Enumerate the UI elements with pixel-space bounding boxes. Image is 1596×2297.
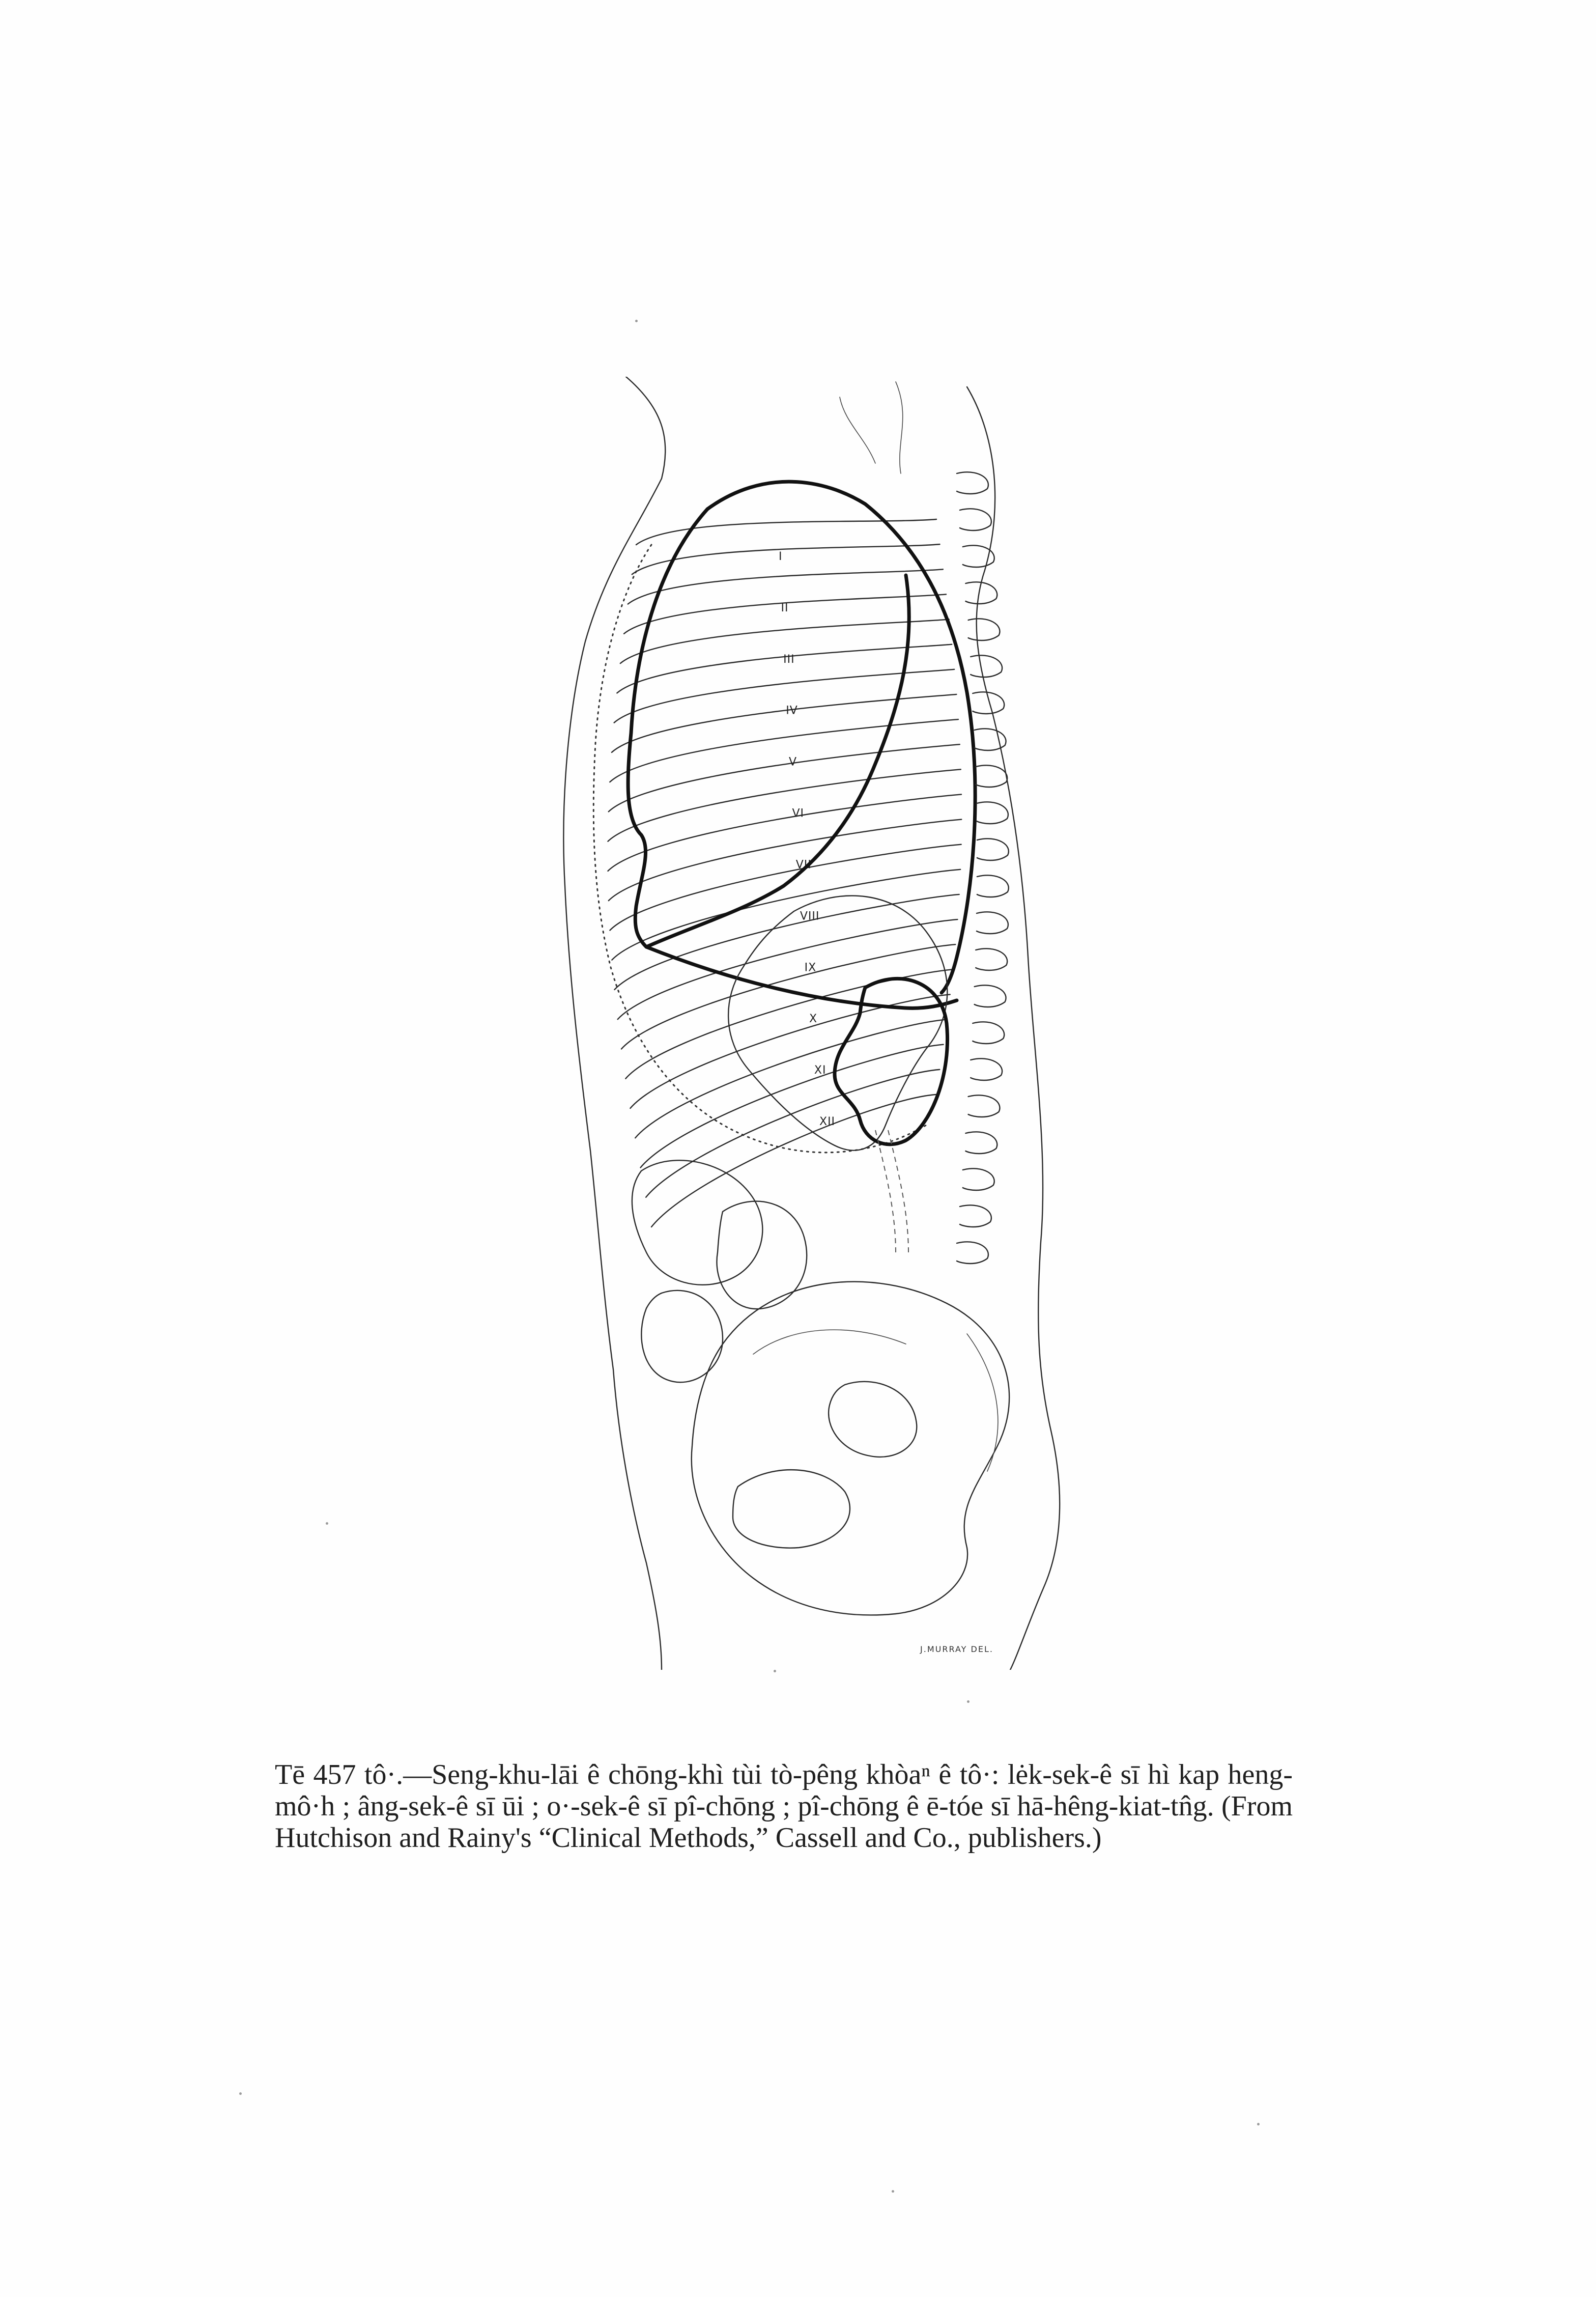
caption-text: Tē 457 tô·.—Seng-khu-lāi ê chōng-khì tùi… — [275, 1759, 1293, 1854]
rib-line — [617, 918, 958, 1020]
neck-contour — [839, 397, 876, 464]
rib-line — [630, 994, 951, 1109]
rib-line — [609, 718, 959, 783]
descending-colon — [888, 1130, 909, 1253]
ribcage — [607, 518, 962, 1228]
sacrum-contour — [966, 1333, 999, 1472]
vertebra — [975, 948, 1008, 971]
small-intestine-loop — [716, 1200, 808, 1310]
vertebra — [976, 801, 1009, 825]
rib-line — [634, 1019, 948, 1139]
rib-line — [611, 693, 957, 753]
small-intestine-loop — [641, 1290, 724, 1383]
spine — [956, 471, 1009, 1265]
vertebra — [956, 471, 989, 495]
rib-label: III — [783, 653, 794, 666]
rib-line — [607, 794, 962, 872]
rib-line — [627, 569, 944, 605]
scan-speck — [635, 320, 638, 322]
rib-label: IV — [786, 705, 798, 717]
arm-contour — [895, 381, 903, 474]
rib-line — [608, 819, 962, 902]
vertebra — [967, 1095, 1001, 1118]
vertebra — [972, 1021, 1005, 1045]
vertebra — [976, 838, 1009, 861]
scan-speck — [967, 1700, 970, 1703]
scan-speck — [1257, 2123, 1260, 2125]
rib-line — [623, 594, 947, 634]
rib-line — [613, 668, 955, 723]
vertebra — [959, 1204, 992, 1228]
rib-line — [609, 844, 962, 931]
scan-speck — [326, 1522, 328, 1525]
stomach-outline — [728, 895, 948, 1151]
vertebra — [976, 911, 1009, 935]
vertebra — [976, 875, 1009, 898]
rib-line — [608, 743, 961, 813]
vertebra — [967, 618, 1001, 641]
rib-line — [620, 944, 956, 1050]
rib-line — [614, 893, 960, 991]
back-outline — [966, 386, 1061, 1670]
vertebra — [974, 985, 1007, 1008]
artist-credit: J.MURRAY DEL. — [920, 1644, 993, 1654]
scan-speck — [239, 2092, 242, 2095]
spleen-outline — [833, 976, 950, 1146]
vertebra — [970, 1058, 1003, 1081]
pleura-boundary — [592, 544, 927, 1154]
rib-label: XI — [814, 1064, 826, 1077]
vertebra — [962, 1168, 995, 1191]
vertebra — [972, 691, 1005, 715]
front-outline — [563, 377, 666, 1670]
rib-label: V — [789, 756, 797, 769]
pelvis-inner-line — [753, 1329, 906, 1355]
vertebra — [956, 1241, 989, 1265]
rib-label: VIII — [800, 910, 820, 922]
scan-speck — [774, 1670, 776, 1672]
rib-line — [607, 769, 962, 842]
vertebra — [965, 1131, 998, 1155]
rib-label: IX — [805, 961, 817, 974]
diaphragm-line — [644, 945, 959, 1010]
rib-line — [619, 619, 950, 664]
vertebra — [959, 508, 992, 531]
vertebra — [962, 545, 995, 568]
vertebra — [975, 765, 1008, 788]
rib-line — [635, 518, 937, 546]
vertebra — [965, 581, 998, 605]
rib-label: II — [781, 602, 788, 614]
rib-line — [616, 643, 953, 694]
rib-label: XII — [819, 1115, 835, 1128]
obturator-foramen — [828, 1381, 918, 1458]
lung-outline — [705, 480, 977, 995]
rib-line — [625, 969, 954, 1079]
lung-anterior-border — [626, 507, 911, 949]
rib-label: VI — [792, 807, 804, 820]
colon-outline — [631, 1160, 763, 1285]
vertebra — [974, 728, 1007, 751]
rib-line — [645, 1069, 940, 1198]
vertebra — [970, 655, 1003, 678]
rib-label: I — [779, 550, 783, 563]
figure-caption: Tē 457 tô·.—Seng-khu-lāi ê chōng-khì tùi… — [275, 1759, 1293, 1854]
rib-label: X — [809, 1013, 817, 1025]
rib-line — [640, 1044, 944, 1168]
pelvis-iliac-crest — [691, 1281, 1010, 1616]
rib-line — [650, 1094, 936, 1228]
ischium — [732, 1469, 851, 1549]
scan-speck — [892, 2190, 894, 2193]
